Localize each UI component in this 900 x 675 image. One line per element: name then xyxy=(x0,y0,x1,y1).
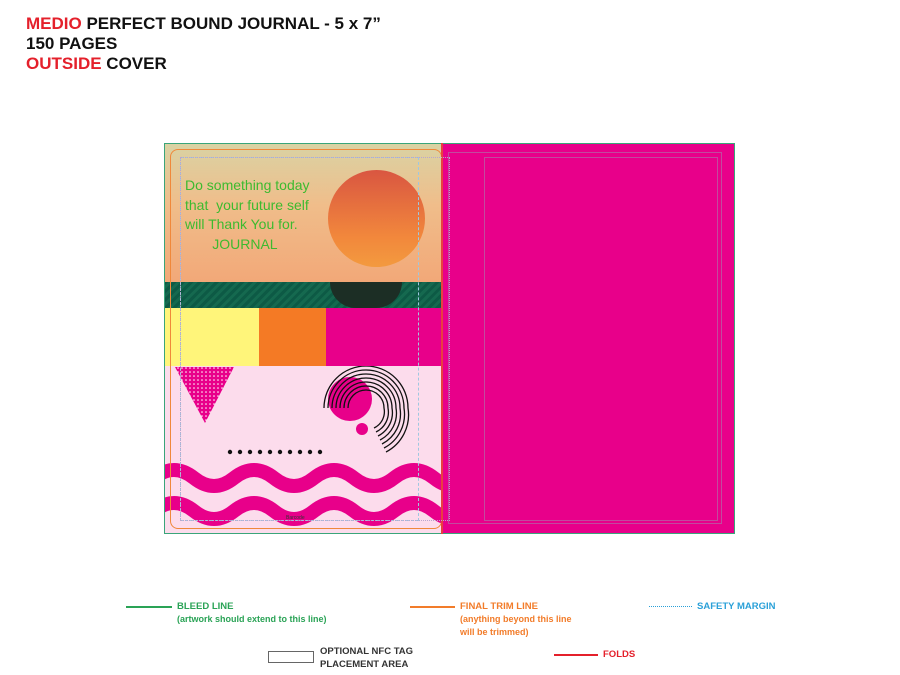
heading-cover-label: COVER xyxy=(101,54,167,73)
safety-legend: SAFETY MARGIN xyxy=(697,601,776,612)
quote-line-3: will Thank You for. xyxy=(185,216,298,232)
wave-lines xyxy=(164,463,442,526)
quote-line-2: that your future self xyxy=(185,196,309,213)
heading-line-3: OUTSIDE COVER xyxy=(26,54,381,74)
sun-reflection xyxy=(330,282,402,308)
back-cover xyxy=(442,143,735,534)
small-pink-dot xyxy=(356,423,368,435)
dotted-triangle xyxy=(175,367,234,423)
folds-legend-swatch xyxy=(554,654,598,656)
heading-page-count: 150 PAGES xyxy=(26,34,118,53)
folds-legend: FOLDS xyxy=(603,649,636,660)
page-heading: MEDIO PERFECT BOUND JOURNAL - 5 x 7” 150… xyxy=(26,14,381,74)
bleed-legend-note: (artwork should extend to this line) xyxy=(177,614,327,624)
cover-template: Do something today that your future self… xyxy=(164,143,735,534)
cover-quote: Do something today that your future self… xyxy=(185,176,310,254)
heading-line-1: MEDIO PERFECT BOUND JOURNAL - 5 x 7” xyxy=(26,14,381,34)
heading-product-name: PERFECT BOUND JOURNAL - 5 x 7” xyxy=(81,14,381,33)
nfc-legend-line-2: PLACEMENT AREA xyxy=(320,659,409,670)
bleed-legend-swatch xyxy=(126,606,172,608)
quote-line-1: Do something today xyxy=(185,177,310,193)
trim-legend-note-1: (anything beyond this line xyxy=(460,614,572,624)
trim-legend-swatch xyxy=(410,606,455,608)
color-blocks xyxy=(164,308,442,366)
sun-graphic xyxy=(328,170,425,267)
heading-accent-outside: OUTSIDE xyxy=(26,54,102,73)
barcode-label: Barcode xyxy=(286,515,305,521)
nfc-legend-line-1: OPTIONAL NFC TAG xyxy=(320,646,414,657)
orange-block xyxy=(259,308,326,366)
safety-legend-swatch xyxy=(649,606,692,607)
pattern-art xyxy=(164,366,442,526)
bleed-legend: BLEED LINE (artwork should extend to thi… xyxy=(177,600,327,626)
trim-legend-note-2: will be trimmed) xyxy=(460,627,529,637)
concentric-arcs xyxy=(323,366,410,453)
yellow-block xyxy=(164,308,259,366)
quote-line-4: JOURNAL xyxy=(185,235,278,252)
nfc-legend-swatch xyxy=(268,651,314,663)
trim-legend-title: FINAL TRIM LINE xyxy=(460,601,538,612)
pink-block xyxy=(326,308,442,366)
nfc-legend: OPTIONAL NFC TAG PLACEMENT AREA xyxy=(320,645,413,671)
heading-accent-medio: MEDIO xyxy=(26,14,82,33)
dot-row xyxy=(227,449,323,455)
trim-legend: FINAL TRIM LINE (anything beyond this li… xyxy=(460,600,572,639)
bleed-legend-title: BLEED LINE xyxy=(177,601,234,612)
front-cover: Do something today that your future self… xyxy=(164,143,442,534)
